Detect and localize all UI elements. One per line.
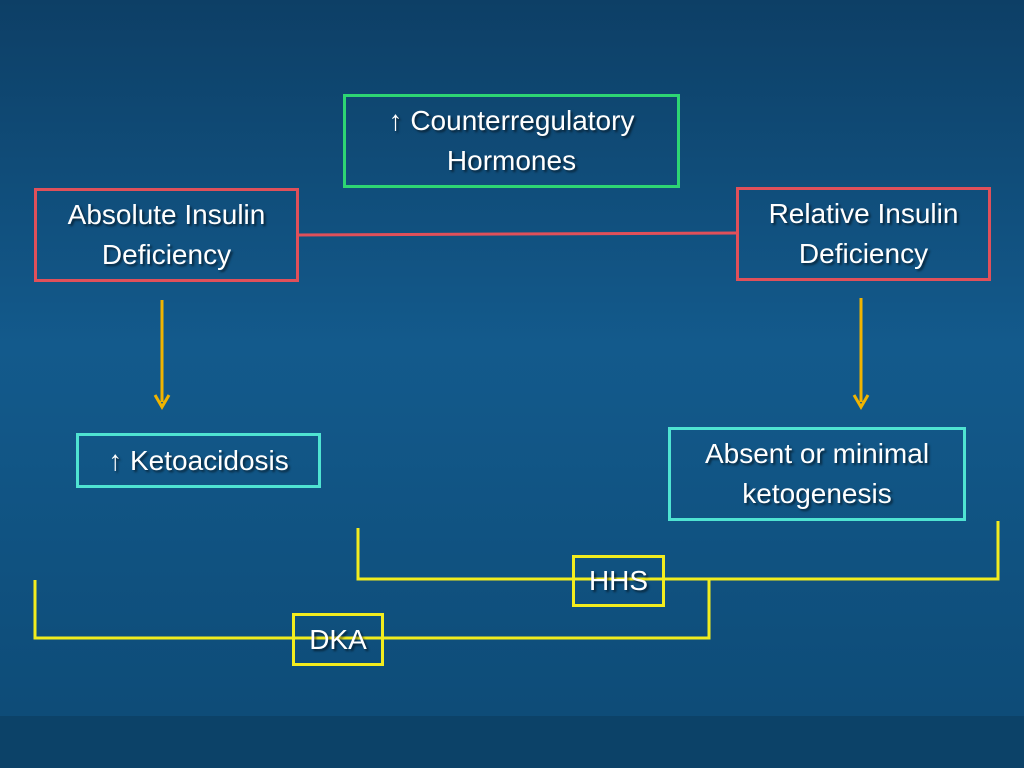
ketoacidosis-label: ↑ Ketoacidosis (108, 444, 289, 476)
relative-insulin-deficiency-box: Relative Insulin Deficiency (736, 187, 991, 281)
counterregulatory-hormones-box: ↑ Counterregulatory Hormones (343, 94, 680, 188)
counterregulatory-hormones-label: ↑ Counterregulatory Hormones (388, 105, 635, 176)
footer-band (0, 716, 1024, 768)
ketoacidosis-box: ↑ Ketoacidosis (76, 433, 321, 488)
absolute-insulin-deficiency-box: Absolute Insulin Deficiency (34, 188, 299, 282)
hhs-box: HHS (572, 555, 665, 607)
dka-box: DKA (292, 613, 384, 666)
dka-label: DKA (309, 623, 367, 655)
left-down-arrow (153, 300, 171, 410)
right-down-arrow (852, 298, 870, 410)
absolute-insulin-deficiency-label: Absolute Insulin Deficiency (67, 199, 266, 270)
hhs-label: HHS (588, 565, 649, 596)
dka-bracket (33, 580, 711, 640)
relative-insulin-deficiency-label: Relative Insulin Deficiency (768, 198, 959, 269)
ketogenesis-box: Absent or minimal ketogenesis (668, 427, 966, 521)
hhs-bracket (356, 521, 1000, 581)
insulin-connector-line (297, 231, 738, 237)
ketogenesis-label: Absent or minimal ketogenesis (704, 438, 930, 509)
